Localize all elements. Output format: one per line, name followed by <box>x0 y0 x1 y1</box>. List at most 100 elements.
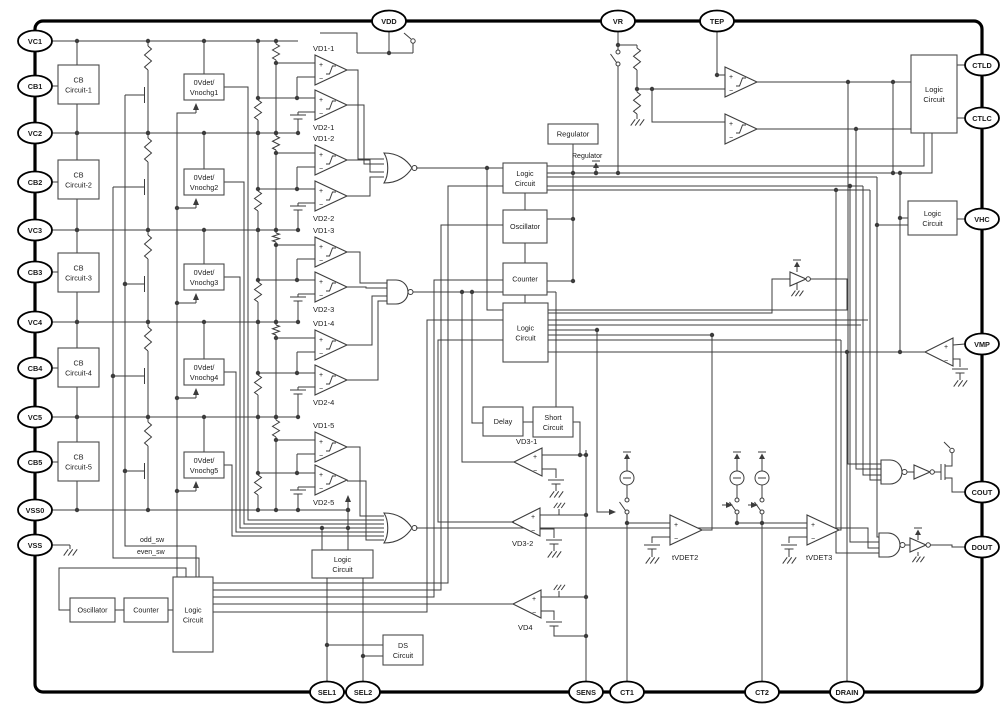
wire <box>945 453 953 467</box>
label: Circuit <box>923 95 945 104</box>
comparator-label-vd1-5: VD1-5 <box>313 421 334 430</box>
net-label-even-sw: even_sw <box>137 549 166 556</box>
pin-vmp <box>964 332 1000 356</box>
arrowhead <box>193 293 199 300</box>
pullup-arrow <box>624 453 630 459</box>
comparator-label-vd2-4: VD2-4 <box>313 398 334 407</box>
resistor <box>253 190 263 212</box>
pin-tep <box>699 9 735 33</box>
resistor <box>143 421 153 447</box>
pin-vc1-label: VC1 <box>28 37 42 46</box>
junction-dot <box>833 187 839 193</box>
hysteresis-glyph <box>326 282 336 292</box>
ground-symbol <box>553 502 558 509</box>
wire <box>486 168 503 311</box>
label: 0Vdet/ <box>194 363 215 372</box>
wire <box>596 330 612 513</box>
junction-dot <box>255 319 261 325</box>
pin-drain <box>829 680 865 704</box>
logic-circuit-block-ctl <box>910 54 958 134</box>
comparator-label-vd3-2: VD3-2 <box>512 539 533 548</box>
junction-dot <box>74 227 80 233</box>
junction-dot <box>145 130 151 136</box>
plus-sign: + <box>319 472 323 479</box>
pin-ctlc <box>964 106 1000 130</box>
ground-symbol <box>556 551 562 558</box>
ground-symbol <box>794 290 800 297</box>
pin-vc2-label: VC2 <box>28 129 42 138</box>
junction-dot <box>255 227 261 233</box>
label: CB <box>74 171 84 180</box>
ground-symbol <box>798 290 804 297</box>
hysteresis-glyph <box>736 124 746 134</box>
minus-sign: − <box>319 258 323 265</box>
arrowhead <box>751 502 758 508</box>
pin-dout-label: DOUT <box>972 543 993 552</box>
resistor <box>143 137 153 163</box>
pin-vc2 <box>17 121 53 145</box>
minus-sign: − <box>729 88 733 95</box>
junction-dot <box>273 60 279 66</box>
switch <box>624 509 630 515</box>
oscillator-block-mid <box>502 209 548 244</box>
cb-circuit-block-1 <box>57 64 100 105</box>
pin-cb2-label: CB2 <box>28 178 43 187</box>
label: 0Vdet/ <box>194 268 215 277</box>
junction-dot <box>255 370 261 376</box>
inverter-cout <box>929 469 935 475</box>
junction-dot <box>145 414 151 420</box>
wire <box>461 292 514 463</box>
label: Logic <box>516 169 534 178</box>
hysteresis-glyph <box>326 191 336 201</box>
junction-dot <box>122 468 128 474</box>
wire <box>224 464 384 537</box>
cb-circuit-block-3 <box>57 252 100 293</box>
pin-sens <box>568 680 604 704</box>
wire <box>869 190 881 481</box>
hysteresis-glyph <box>326 475 336 485</box>
resistor <box>253 374 263 396</box>
junction-dot <box>273 437 279 443</box>
label: Circuit-4 <box>65 369 92 378</box>
wire <box>862 186 881 476</box>
ground-symbol <box>549 491 555 498</box>
switch <box>610 53 617 63</box>
hysteresis-glyph <box>326 340 336 350</box>
plus-sign: + <box>533 454 537 461</box>
label: Logic <box>334 555 352 564</box>
label: Logic <box>925 85 943 94</box>
hysteresis-glyph <box>326 100 336 110</box>
arrowhead <box>193 481 199 488</box>
hysteresis-glyph <box>326 247 336 257</box>
resistor <box>271 324 281 336</box>
junction-dot <box>145 227 151 233</box>
wire <box>471 292 483 424</box>
label: Oscillator <box>510 222 541 231</box>
pin-cb3 <box>17 260 53 284</box>
minus-sign: − <box>319 111 323 118</box>
junction-dot <box>201 227 207 233</box>
inverter-mid <box>805 276 811 282</box>
junction-dot <box>273 242 279 248</box>
minus-sign: − <box>319 293 323 300</box>
wire <box>702 335 713 531</box>
wire <box>839 340 842 531</box>
resistor <box>271 43 281 61</box>
wire <box>651 536 670 543</box>
nand-gate-overdischarge <box>407 289 414 295</box>
pullup-arrow <box>759 453 765 459</box>
pin-vss0 <box>17 498 53 522</box>
label: Logic <box>517 324 535 333</box>
junction-dot <box>110 373 116 379</box>
ground-symbol <box>649 557 656 564</box>
ground-symbol <box>553 491 560 498</box>
comparator-tvdet3 <box>806 514 841 546</box>
pin-cb3-label: CB3 <box>28 268 43 277</box>
minus-sign: − <box>531 528 535 535</box>
junction-dot <box>255 186 261 192</box>
pin-drain-label: DRAIN <box>835 688 858 697</box>
label: CB <box>74 76 84 85</box>
nor-gate-0vdet <box>383 512 413 544</box>
plus-sign: + <box>729 121 733 128</box>
junction-dot <box>255 130 261 136</box>
